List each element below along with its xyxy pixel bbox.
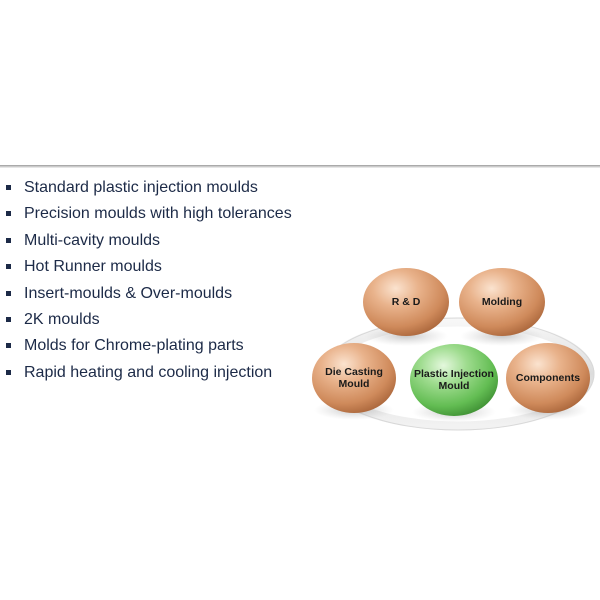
list-item: Standard plastic injection moulds — [6, 177, 292, 203]
list-item: Rapid heating and cooling injection — [6, 362, 292, 388]
list-item: Multi-cavity moulds — [6, 230, 292, 256]
list-item: Precision moulds with high tolerances — [6, 203, 292, 229]
molding-egg — [459, 268, 545, 336]
bullet-icon — [6, 316, 11, 322]
list-item-text: Precision moulds with high tolerances — [24, 205, 292, 223]
plastic-injection-egg — [410, 344, 498, 416]
list-item-text: Insert-moulds & Over-moulds — [24, 284, 233, 302]
list-item-text: 2K moulds — [24, 310, 100, 328]
list-item-text: Molds for Chrome-plating parts — [24, 337, 244, 355]
die-casting-label: Die Casting Mould — [325, 366, 383, 390]
bullet-icon — [6, 237, 11, 243]
list-item-text: Standard plastic injection moulds — [24, 179, 258, 196]
business-diagram: R & D Molding Die Casting Mould Plastic … — [308, 262, 600, 438]
list-item: Molds for Chrome-plating parts — [6, 335, 292, 361]
rnd-label: R & D — [391, 296, 421, 308]
plastic-injection-label: Plastic Injection Mould — [414, 368, 494, 392]
bullet-icon — [6, 211, 11, 217]
list-item-text: Hot Runner moulds — [24, 258, 162, 276]
divider-line — [0, 165, 600, 168]
diagram-graphic — [312, 268, 595, 431]
list-item: 2K moulds — [6, 309, 292, 335]
bullet-icon — [6, 369, 11, 375]
bullet-icon — [6, 290, 11, 296]
capability-list: Standard plastic injection moulds Precis… — [6, 177, 292, 388]
components-label: Components — [515, 372, 581, 384]
list-item-text: Multi-cavity moulds — [24, 231, 161, 249]
list-item-text: Rapid heating and cooling injection — [24, 363, 273, 381]
die-casting-egg — [312, 343, 396, 413]
bullet-icon — [6, 343, 11, 349]
bullet-icon — [6, 185, 11, 190]
rnd-egg — [363, 268, 449, 336]
components-egg — [506, 343, 590, 413]
bullet-icon — [6, 264, 11, 270]
list-item: Insert-moulds & Over-moulds — [6, 283, 292, 309]
molding-label: Molding — [481, 296, 523, 308]
list-item: Hot Runner moulds — [6, 256, 292, 282]
